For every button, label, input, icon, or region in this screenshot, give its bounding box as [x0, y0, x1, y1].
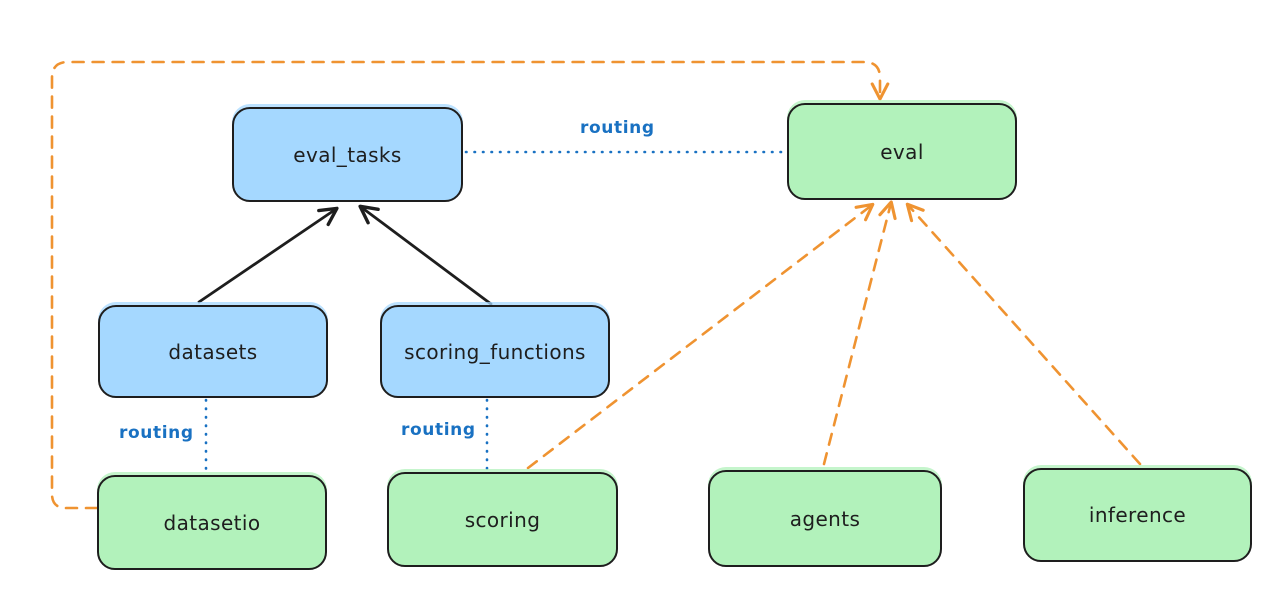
edge-label-routing-scoring-functions: routing [401, 420, 476, 440]
edge-agents-to-eval [822, 200, 897, 466]
node-datasetio: datasetio [97, 475, 327, 570]
node-datasets: datasets [98, 305, 328, 398]
node-eval-label: eval [880, 139, 924, 164]
node-inference: inference [1023, 468, 1252, 562]
edge-label-routing-top: routing [580, 118, 655, 138]
node-scoring-functions: scoring_functions [380, 305, 610, 398]
edge-scoring-to-eval [526, 202, 875, 470]
node-eval-tasks-label: eval_tasks [293, 142, 402, 167]
edge-datasets-to-eval-tasks [197, 206, 339, 304]
node-scoring-label: scoring [464, 507, 541, 532]
node-eval-tasks: eval_tasks [232, 107, 463, 202]
node-datasetio-label: datasetio [163, 510, 261, 535]
node-scoring: scoring [387, 472, 618, 567]
node-agents: agents [708, 470, 942, 567]
edge-scoring-functions-to-eval-tasks [358, 204, 493, 306]
node-datasets-label: datasets [168, 339, 258, 364]
edge-inference-to-eval [905, 202, 1142, 466]
node-inference-label: inference [1088, 503, 1187, 527]
edge-label-routing-datasets: routing [119, 423, 194, 443]
edge-datasetio-to-eval [50, 60, 890, 510]
node-eval: eval [787, 103, 1017, 200]
node-agents-label: agents [789, 506, 861, 531]
node-scoring-functions-label: scoring_functions [404, 339, 586, 364]
